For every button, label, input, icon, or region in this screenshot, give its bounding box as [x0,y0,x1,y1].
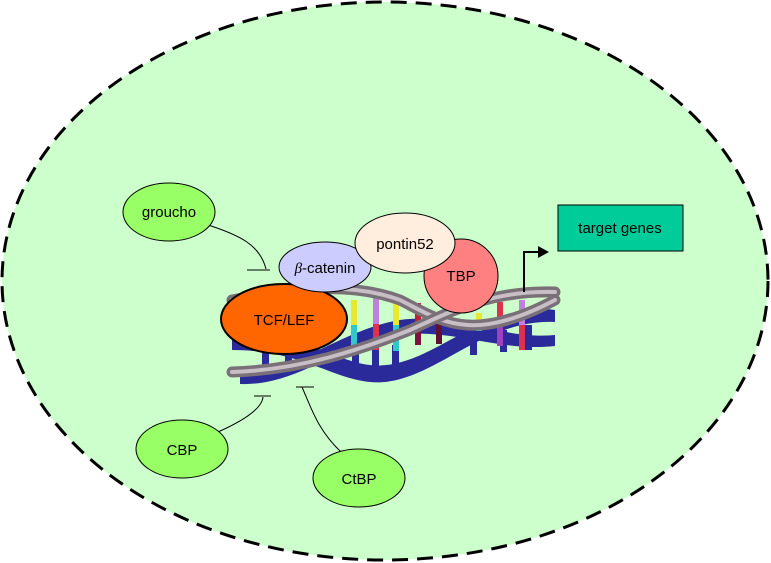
pontin52-label: pontin52 [376,236,434,253]
arrowhead-icon [538,246,549,258]
node-ctbp[interactable]: CtBP [312,448,406,508]
node-pontin52[interactable]: pontin52 [354,212,456,274]
node-target-genes[interactable]: target genes [557,204,684,252]
tcf-lef-label: TCF/LEF [254,312,315,329]
node-beta-catenin[interactable]: β-catenin [278,241,372,293]
target-genes-label: target genes [578,220,661,237]
groucho-label: groucho [142,204,196,221]
groucho-inhibition [204,223,270,271]
node-cbp[interactable]: CBP [135,419,229,479]
cbp-inhibition [217,395,271,433]
ctbp-label: CtBP [341,471,376,488]
svg-text:β-catenin: β-catenin [294,260,356,277]
tbp-label: TBP [446,268,475,285]
activation-arrow [523,246,549,292]
ctbp-inhibition [296,386,342,453]
cbp-label: CBP [167,442,198,459]
node-tcf-lef[interactable]: TCF/LEF [220,283,348,355]
beta-symbol: β [294,261,303,277]
node-groucho[interactable]: groucho [122,182,216,242]
beta-catenin-label: -catenin [302,260,355,277]
